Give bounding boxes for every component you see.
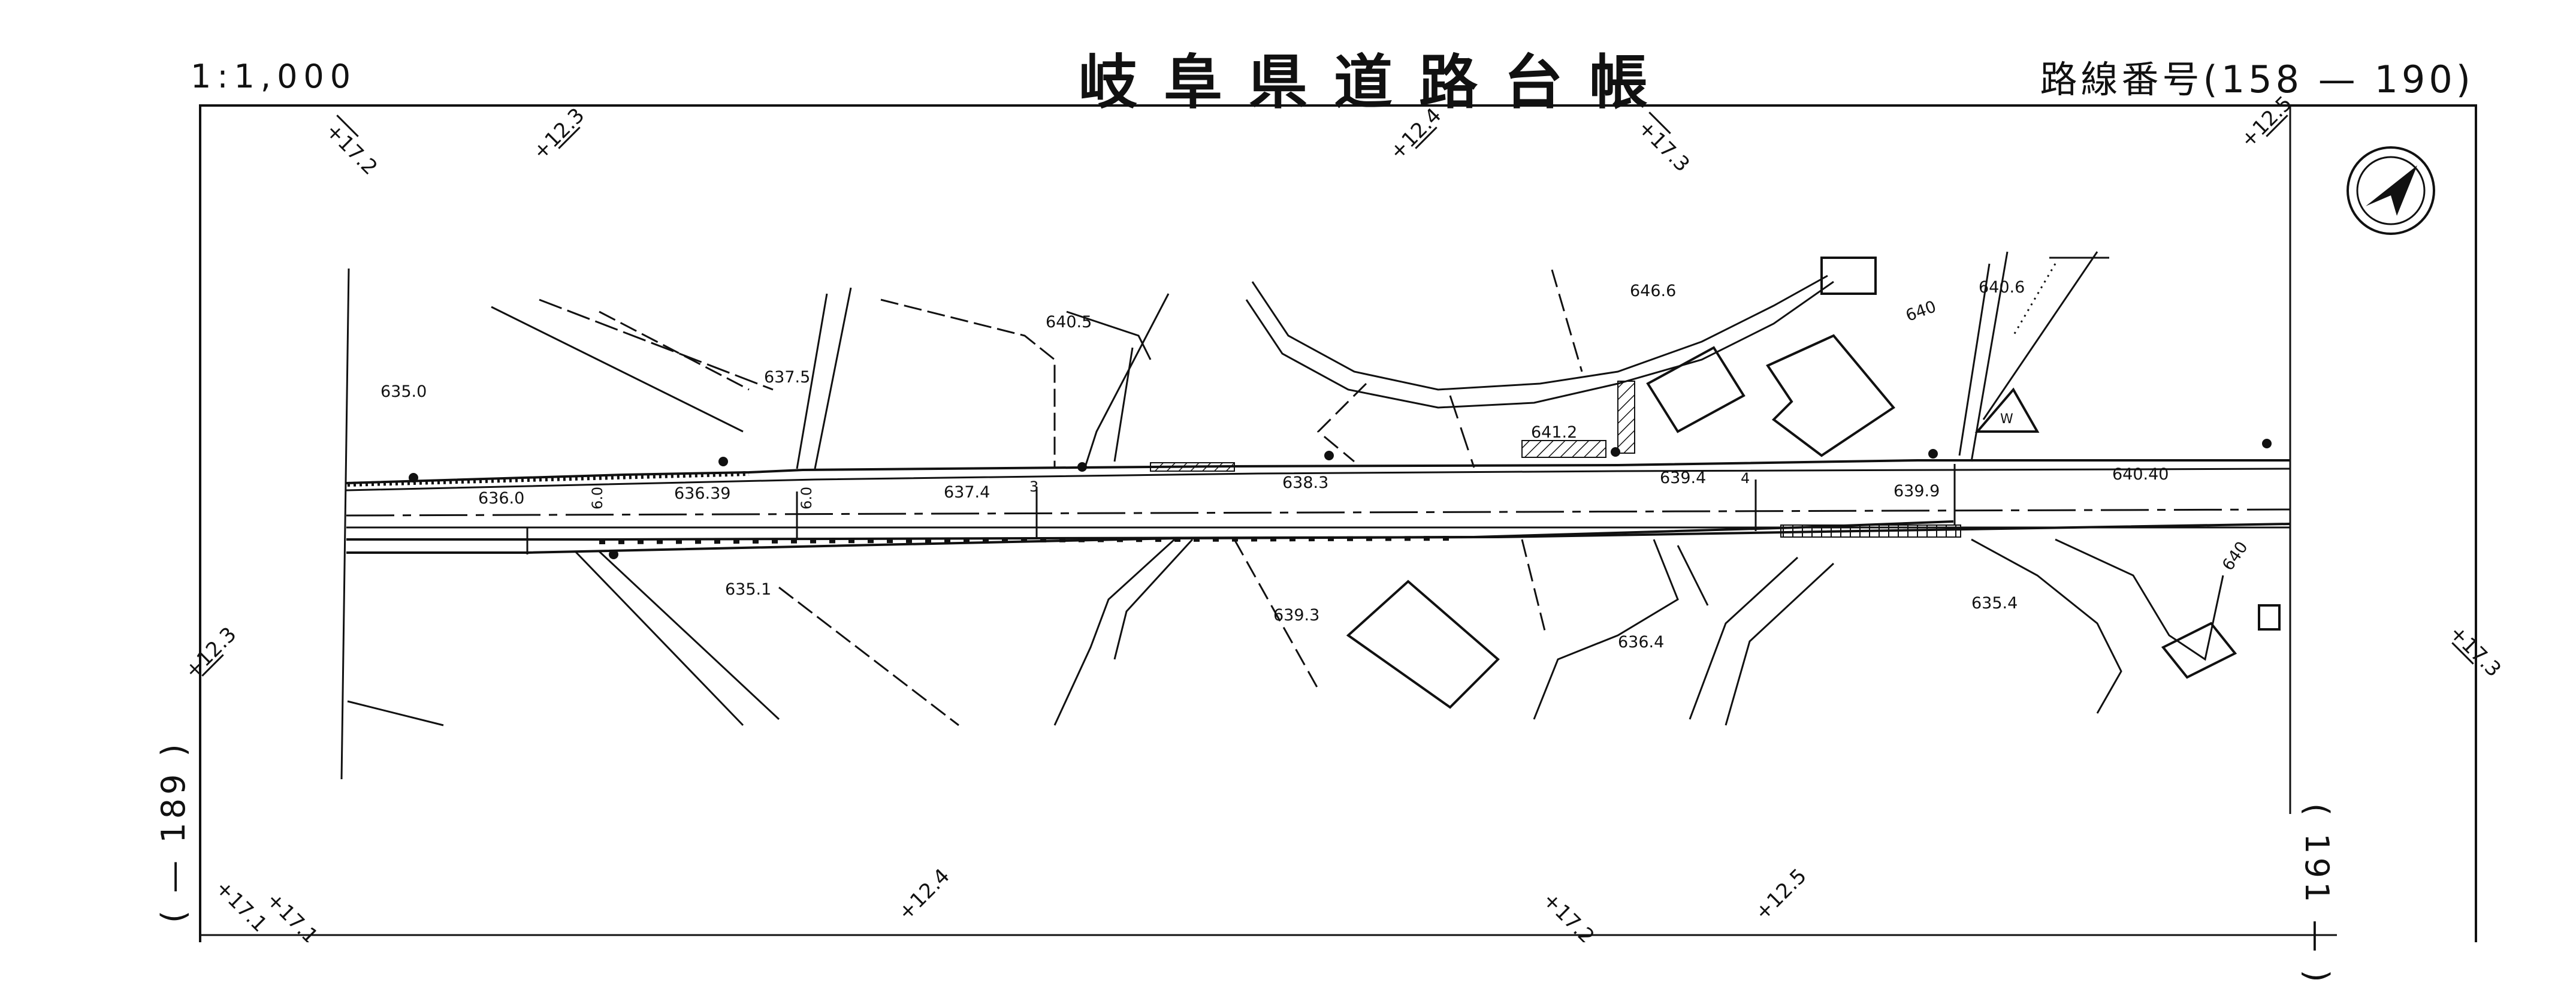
grid-mark: +12.3 bbox=[528, 104, 589, 165]
elevation-label: 640 bbox=[2219, 538, 2252, 574]
elevation-label: 636.4 bbox=[1618, 633, 1664, 652]
road-ledger-map: +17.2 +12.3 +12.4 +17.3 +12.5 +12.3 +17.… bbox=[180, 92, 2506, 942]
elevation-label: 640.5 bbox=[1046, 313, 1092, 331]
grid-mark: +12.5 bbox=[2236, 92, 2297, 153]
grid-mark: +17.3 bbox=[1633, 116, 1694, 177]
grid-marks: +17.2 +12.3 +12.4 +17.3 +12.5 +12.3 +17.… bbox=[180, 92, 2506, 942]
elevation-label: 635.4 bbox=[1971, 594, 2018, 613]
elevation-label: 637.5 bbox=[764, 368, 810, 387]
elevation-label: 639.3 bbox=[1273, 606, 1319, 625]
road-width-mark: 6.0 bbox=[798, 487, 815, 509]
grid-mark: +17.2 bbox=[321, 119, 382, 180]
north-arrow-icon bbox=[2347, 146, 2435, 235]
road-annotations: 6.0 6.0 3 4 W bbox=[589, 412, 2013, 509]
section-number: 4 bbox=[1741, 470, 1750, 487]
road-width-mark: 6.0 bbox=[589, 487, 606, 509]
elevation-label: 639.4 bbox=[1660, 469, 1706, 487]
route-number: 路線番号(158 — 190) bbox=[2040, 58, 2474, 101]
elevation-label: 636.0 bbox=[478, 489, 524, 508]
elevation-label: 635.1 bbox=[725, 580, 771, 599]
map-body bbox=[201, 146, 2435, 936]
grid-mark: +12.4 bbox=[893, 864, 955, 925]
water-tank-symbol: W bbox=[2000, 412, 2013, 427]
elevation-label: 641.2 bbox=[1531, 423, 1577, 442]
grid-mark: +12.5 bbox=[1750, 864, 1811, 925]
elevation-label: 638.3 bbox=[1282, 474, 1328, 492]
elevation-label: 639.9 bbox=[1894, 482, 1940, 500]
elevation-label: 637.4 bbox=[944, 483, 990, 502]
section-number: 3 bbox=[1029, 478, 1038, 495]
elevation-label: 635.0 bbox=[380, 382, 427, 401]
sheet-frame bbox=[199, 104, 2477, 942]
elevation-label: 640 bbox=[1903, 297, 1938, 325]
elevation-label: 646.6 bbox=[1630, 282, 1676, 300]
grid-mark: +17.1 bbox=[262, 888, 323, 942]
grid-mark: +12.3 bbox=[180, 622, 241, 683]
elevation-labels: 635.0 637.5 640.5 646.6 641.2 640 640.6 … bbox=[380, 278, 2252, 652]
map-scale: 1:1,000 bbox=[191, 58, 357, 95]
grid-mark: +12.4 bbox=[1385, 104, 1446, 165]
elevation-label: 636.39 bbox=[674, 484, 730, 503]
elevation-label: 640.6 bbox=[1979, 278, 2025, 297]
grid-mark: +17.1 bbox=[211, 876, 272, 937]
grid-mark: +17.2 bbox=[1538, 888, 1599, 942]
elevation-label: 640.40 bbox=[2112, 465, 2169, 484]
